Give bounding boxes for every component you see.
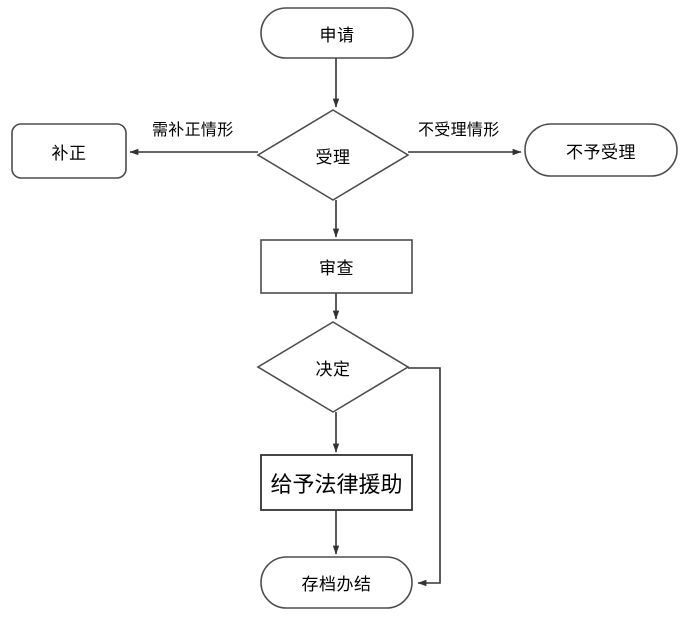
edge-decision-archive-bypass bbox=[408, 367, 441, 587]
edges-layer bbox=[129, 58, 522, 587]
node-shape-accept[interactable] bbox=[256, 109, 410, 201]
node-shape-archive[interactable] bbox=[260, 556, 413, 609]
node-shape-reject[interactable] bbox=[524, 123, 678, 177]
node-shape-grant-aid[interactable] bbox=[260, 454, 413, 511]
node-shape-apply[interactable] bbox=[260, 7, 414, 59]
node-shape-correction[interactable] bbox=[11, 123, 127, 179]
node-shape-review[interactable] bbox=[260, 239, 413, 294]
node-shape-decision[interactable] bbox=[256, 321, 410, 413]
nodes-layer bbox=[11, 7, 678, 609]
